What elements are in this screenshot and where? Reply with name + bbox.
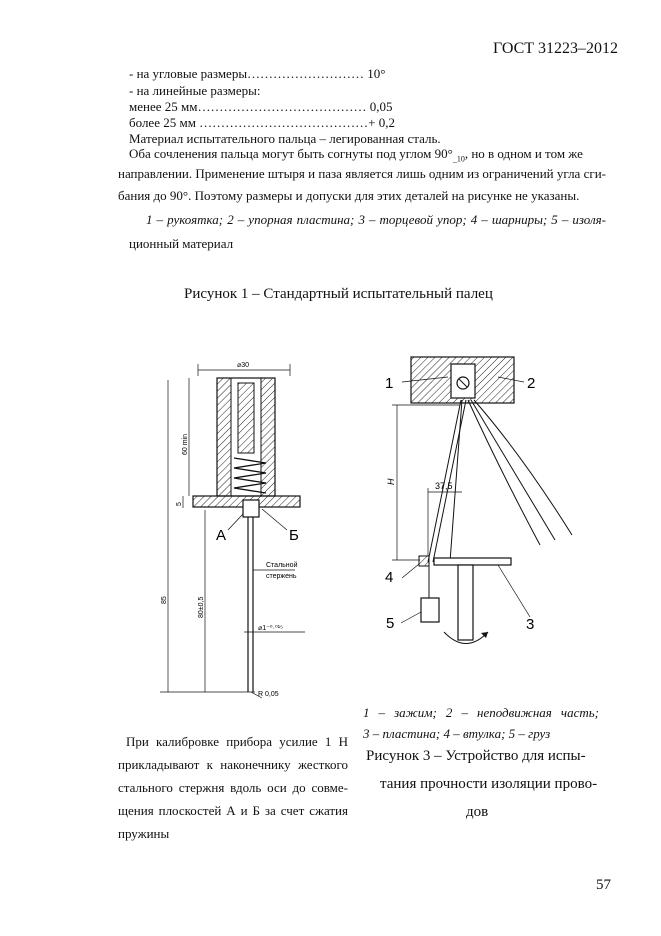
dim-diameter-30: ⌀30 bbox=[237, 362, 249, 369]
tolerance-less-25: менее 25 мм………………………………… 0,05 bbox=[129, 99, 393, 114]
callout-1: 1 bbox=[385, 375, 393, 392]
spring bbox=[233, 457, 267, 494]
wire-bent-2 bbox=[470, 399, 556, 541]
calibration-line-3: стального стержня вдоль оси до совме- bbox=[118, 780, 348, 795]
figure3-caption-line-1: Рисунок 3 – Устройство для испы- bbox=[366, 748, 586, 764]
bushing bbox=[418, 555, 430, 567]
figure1-caption: Рисунок 1 – Стандартный испытательный па… bbox=[184, 286, 493, 302]
calibration-line-1: При калибровке прибора усилие 1 Н bbox=[126, 734, 348, 749]
radius-leader bbox=[250, 691, 263, 699]
dim-85: 85 bbox=[161, 596, 168, 604]
figure3-legend-line-2: 3 – пластина; 4 – втулка; 5 – груз bbox=[363, 726, 551, 741]
leader-b bbox=[261, 508, 288, 531]
paragraph-line-1-end: , но в одном и том же bbox=[464, 146, 583, 161]
rod-diameter: ⌀1⁻⁰·⁰¹⁵ bbox=[258, 624, 283, 632]
weight bbox=[420, 597, 440, 623]
callout-2: 2 bbox=[527, 375, 535, 392]
collar bbox=[242, 499, 260, 518]
tolerance-linear: - на линейные размеры: bbox=[129, 83, 261, 98]
figure3-caption-line-2: тания прочности изоляции прово- bbox=[380, 776, 598, 792]
tolerance-more-25: более 25 мм …………………………………+ 0,2 bbox=[129, 115, 396, 130]
material-line: Материал испытательного пальца – легиров… bbox=[129, 131, 441, 146]
document-header: ГОСТ 31223–2012 bbox=[493, 40, 619, 57]
figure1-legend-line-2: ционный материал bbox=[129, 236, 234, 251]
shaft bbox=[457, 564, 474, 641]
clamp-block bbox=[450, 363, 476, 399]
callout-3: 3 bbox=[526, 616, 534, 633]
paragraph-line-2: направлении. Применение штыря и паза явл… bbox=[118, 166, 606, 181]
paragraph-line-1: Оба сочленения пальца могут быть согнуты… bbox=[129, 146, 583, 168]
calibration-line-5: пружины bbox=[118, 826, 170, 841]
label-a: А bbox=[216, 527, 226, 544]
leader-a bbox=[227, 513, 244, 531]
rod-label-2: стержень bbox=[266, 573, 297, 580]
figure1-legend-line-1: 1 – рукоятка; 2 – упорная пластина; 3 – … bbox=[146, 212, 606, 227]
dim-37-5: 37,5 bbox=[435, 481, 453, 491]
calibration-line-4: щения плоскостей А и Б за счет сжатия bbox=[118, 803, 348, 818]
wire-3 bbox=[449, 399, 463, 563]
tip-radius: R 0,05 bbox=[258, 691, 279, 698]
wire-bent-1 bbox=[467, 399, 541, 546]
tolerance-angular: - на угловые размеры……………………… 10° bbox=[129, 66, 386, 81]
callout-5: 5 bbox=[386, 615, 394, 632]
paragraph-line-3: бания до 90°. Поэтому размеры и допуски … bbox=[118, 188, 580, 203]
page-number: 57 bbox=[596, 877, 611, 893]
figure3-caption-line-3: дов bbox=[466, 804, 489, 820]
label-b: Б bbox=[289, 527, 299, 544]
paragraph-line-1-text: Оба сочленения пальца могут быть согнуты… bbox=[129, 146, 453, 161]
angle-tolerance-subscript: _10 bbox=[452, 154, 465, 164]
rod-label-1: Стальной bbox=[266, 561, 298, 569]
dim-5: 5 bbox=[176, 502, 183, 506]
inner-sleeve bbox=[237, 382, 255, 454]
dim-60-min: 60 min bbox=[182, 434, 189, 455]
calibration-line-2: прикладывают к наконечнику жесткого bbox=[118, 757, 348, 772]
wire-1 bbox=[427, 399, 462, 563]
dim-80: 80±0,5 bbox=[198, 597, 205, 618]
callout-4: 4 bbox=[385, 569, 393, 586]
plate bbox=[433, 557, 512, 566]
wire-bent-3 bbox=[473, 399, 573, 536]
figure3-legend-line-1: 1 – зажим; 2 – неподвижная часть; bbox=[363, 705, 599, 720]
dim-h: Н bbox=[386, 478, 396, 485]
